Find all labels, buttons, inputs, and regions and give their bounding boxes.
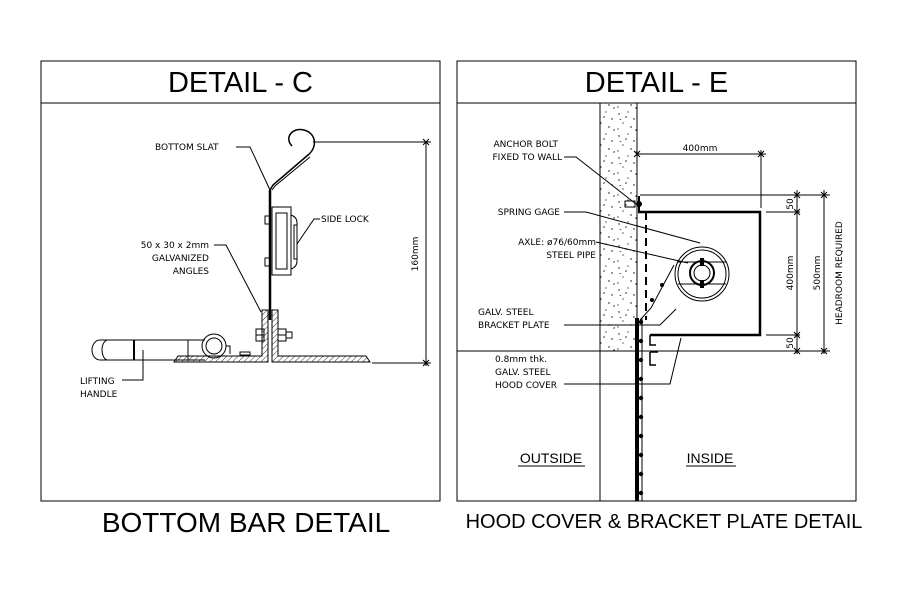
lifting-handle-label-line1: LIFTING xyxy=(80,377,115,387)
vertical-dimensions xyxy=(637,190,830,355)
bottom-slat-label: BOTTOM SLAT xyxy=(155,143,219,153)
hood-box-shape xyxy=(638,210,762,366)
curtain-rivet xyxy=(638,376,644,382)
curtain-rivet xyxy=(638,338,644,344)
curtain-rivet xyxy=(638,414,644,420)
spring-gage-label: SPRING GAGE xyxy=(498,208,561,218)
height-dimension-label: 160mm xyxy=(411,237,421,272)
detail-e-panel: DETAIL - E xyxy=(456,60,863,533)
height-dimension xyxy=(313,138,431,367)
anchor-bolt-label-line2: FIXED TO WALL xyxy=(492,153,562,163)
angles-leader xyxy=(214,244,262,313)
curtain-rivets xyxy=(638,319,644,496)
curtain-rivet xyxy=(638,319,644,325)
curtain-rivet xyxy=(638,471,644,477)
angles-label-line2: GALVANIZED xyxy=(152,254,209,264)
detail-e-title: DETAIL - E xyxy=(585,67,728,99)
angles-label-line1: 50 x 30 x 2mm xyxy=(141,241,209,251)
inside-label: INSIDE xyxy=(687,450,734,466)
total-height-dimension-label: 500mm xyxy=(813,256,823,291)
angles-label-line3: ANGLES xyxy=(173,267,210,277)
bottom-offset-dimension-label: 50 xyxy=(786,337,796,349)
galvanized-angles-shape xyxy=(173,309,371,363)
bracket-plate-leader xyxy=(564,308,677,326)
curtain-rivet xyxy=(638,357,644,363)
curtain-rivet xyxy=(638,395,644,401)
outside-label: OUTSIDE xyxy=(520,450,582,466)
side-lock-label: SIDE LOCK xyxy=(321,215,370,225)
detail-c-caption: BOTTOM BAR DETAIL xyxy=(102,507,390,538)
bracket-plate-label-line1: GALV. STEEL xyxy=(478,308,533,318)
hood-cover-leader xyxy=(564,337,682,385)
concrete-wall xyxy=(599,102,638,352)
bottom-slat-leader xyxy=(236,146,271,191)
bottom-slat-shape xyxy=(268,128,316,320)
detail-c-frame xyxy=(40,60,441,502)
shutter-curtain xyxy=(635,318,643,501)
lifting-handle-leader xyxy=(122,350,144,381)
headroom-label: HEADROOM REQUIRED xyxy=(835,221,845,325)
anchor-bolt-leader xyxy=(564,156,637,205)
axle-drum-shape xyxy=(639,246,730,321)
top-offset-dimension-label: 50 xyxy=(786,198,796,210)
anchor-bolt-label-line1: ANCHOR BOLT xyxy=(493,140,558,150)
axle-leader xyxy=(595,241,689,264)
side-lock-leader xyxy=(296,218,320,245)
curtain-rivet xyxy=(638,433,644,439)
axle-label-line2: STEEL PIPE xyxy=(546,251,596,261)
curtain-rivet xyxy=(638,452,644,458)
bracket-plate-label-line2: BRACKET PLATE xyxy=(478,321,550,331)
lifting-handle-label-line2: HANDLE xyxy=(80,390,118,400)
hood-cover-label-line1: 0.8mm thk. xyxy=(495,355,547,365)
hood-cover-label-line3: HOOD COVER xyxy=(495,381,557,391)
box-height-dimension-label: 400mm xyxy=(786,256,796,291)
lifting-handle-shape xyxy=(91,333,262,361)
width-dimension-label: 400mm xyxy=(683,144,718,154)
anchor-bolt-shape xyxy=(624,196,642,212)
detail-c-title: DETAIL - C xyxy=(168,67,313,99)
detail-e-frame xyxy=(456,60,857,502)
spring-gage-leader xyxy=(564,211,701,244)
side-lock-shape xyxy=(264,206,298,276)
hood-cover-label-line2: GALV. STEEL xyxy=(495,368,550,378)
curtain-rivet xyxy=(638,490,644,496)
width-dimension xyxy=(633,150,766,208)
axle-label-line1: AXLE: ø76/60mm xyxy=(518,238,596,248)
detail-c-panel: DETAIL - C xyxy=(40,60,441,538)
detail-e-caption: HOOD COVER & BRACKET PLATE DETAIL xyxy=(466,511,863,533)
